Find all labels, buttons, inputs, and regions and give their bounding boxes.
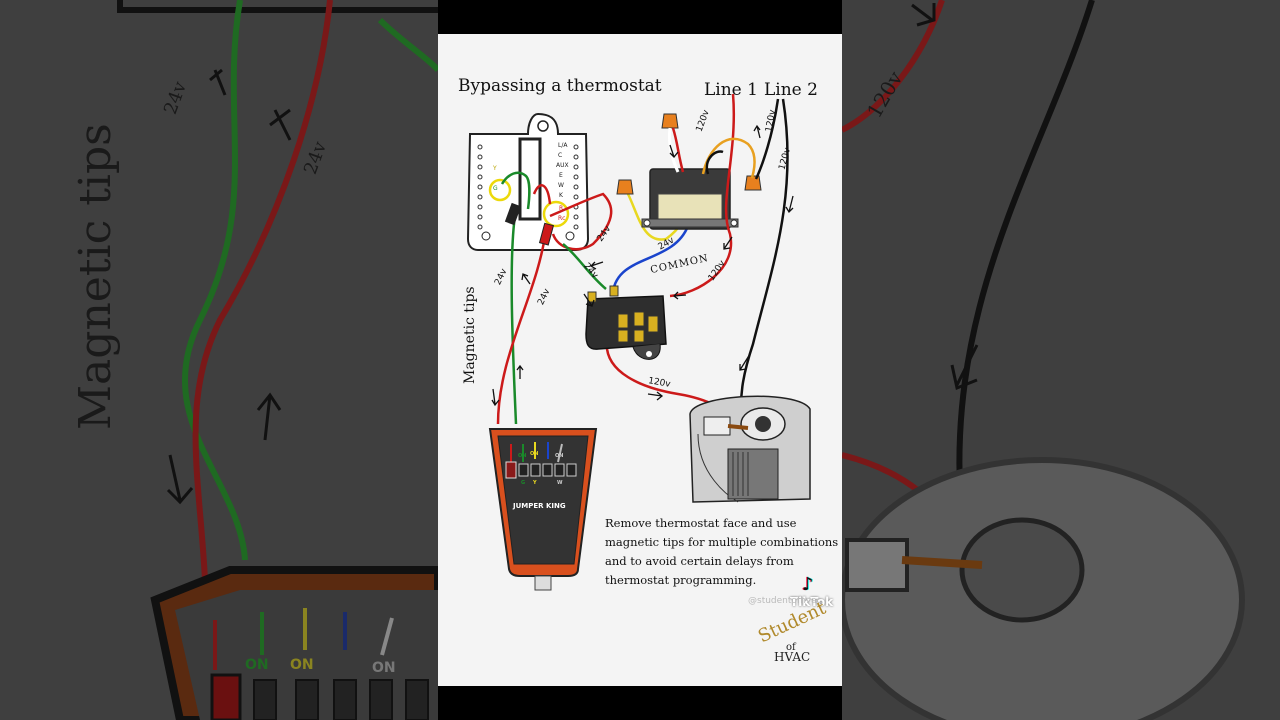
current-arrows xyxy=(491,124,794,407)
wire-green-jumper xyxy=(500,171,531,210)
tiktok-watermark: ♪ TikTok xyxy=(790,574,833,609)
jumper-switch-labels: ON ON ON G Y W xyxy=(518,451,563,486)
magnetic-tip-black xyxy=(504,202,522,226)
wire-nut-3 xyxy=(744,175,762,191)
terminal-label-r: R xyxy=(559,205,563,212)
terminal-label-g: G xyxy=(493,185,498,192)
terminal-label-k: K xyxy=(559,192,564,199)
terminal-r-highlight xyxy=(542,200,570,228)
jumper-king-brand: JUMPER KING xyxy=(513,502,566,510)
terminal-label-y: Y xyxy=(492,165,497,172)
terminal-g-highlight xyxy=(488,178,512,202)
background-wires-left xyxy=(117,0,438,720)
wire-black-line2-motor xyxy=(739,98,789,430)
blower-motor xyxy=(689,395,811,503)
wire-nut-1 xyxy=(616,179,634,195)
terminal-label-e: E xyxy=(559,172,563,179)
tiktok-icon: ♪ xyxy=(802,574,814,595)
wire-nut-2 xyxy=(661,113,679,129)
wire-black-line2-nut xyxy=(754,98,780,180)
tiktok-handle: @studentofhvac xyxy=(748,596,822,606)
thermostat-terminal-labels: Y G L/A C AUX E W K R Rc xyxy=(492,142,569,222)
switch-on-label-2: ON xyxy=(530,451,538,457)
background-zoom-left: Magnetic tips 24v 24v ON ON ON xyxy=(0,0,438,720)
switch-on-label-1: ON xyxy=(518,453,526,459)
wire-red-to-relay xyxy=(549,192,613,251)
wire-black-transformer xyxy=(705,150,724,175)
fan-relay xyxy=(585,285,667,360)
diagram-title: Bypassing a thermostat xyxy=(458,76,662,96)
logo-line3: HVAC xyxy=(774,650,811,664)
terminal-label-w: W xyxy=(558,182,564,189)
background-on-label-2: ON xyxy=(290,657,314,673)
tiktok-label: TikTok xyxy=(790,595,834,609)
wire-white-primary xyxy=(668,127,680,173)
diagram-panel: Y G L/A C AUX E W K R Rc xyxy=(438,34,842,686)
wiring-diagram: Y G L/A C AUX E W K R Rc xyxy=(466,93,811,591)
line1-label: Line 1 xyxy=(704,80,758,100)
background-zoom-right: 120v xyxy=(842,0,1280,720)
background-on-label-3: ON xyxy=(372,660,396,676)
magnetic-tips-label: Magnetic tips xyxy=(462,286,478,384)
switch-on-label-3: ON xyxy=(555,453,563,459)
switch-letter-g: G xyxy=(521,480,525,486)
wire-red-thermostat xyxy=(496,228,548,425)
terminal-label-aux: AUX xyxy=(556,162,569,169)
magnetic-tip-red xyxy=(538,222,555,246)
background-wires-right xyxy=(842,0,1245,720)
switch-letter-y: Y xyxy=(532,480,537,486)
terminal-label-la: L/A xyxy=(558,142,568,149)
transformer xyxy=(641,168,739,230)
wire-blue-common xyxy=(611,225,690,293)
switch-letter-w: W xyxy=(557,480,563,486)
wire-green-to-relay xyxy=(562,243,607,290)
wire-red-primary xyxy=(671,127,685,173)
diagram-caption: Remove thermostat face and use magnetic … xyxy=(605,516,839,587)
wire-red-line1 xyxy=(669,93,735,298)
terminal-label-rc: Rc xyxy=(558,215,565,222)
wire-green-thermostat xyxy=(510,208,518,425)
background-on-label: ON xyxy=(245,657,269,673)
terminal-label-c: C xyxy=(558,152,562,159)
wire-red-jumper xyxy=(532,184,552,205)
jumper-king-tool xyxy=(488,428,598,591)
background-magnetic-tips-text: Magnetic tips xyxy=(70,123,121,430)
line2-label: Line 2 xyxy=(764,80,818,100)
logo-line2: of xyxy=(786,642,796,653)
